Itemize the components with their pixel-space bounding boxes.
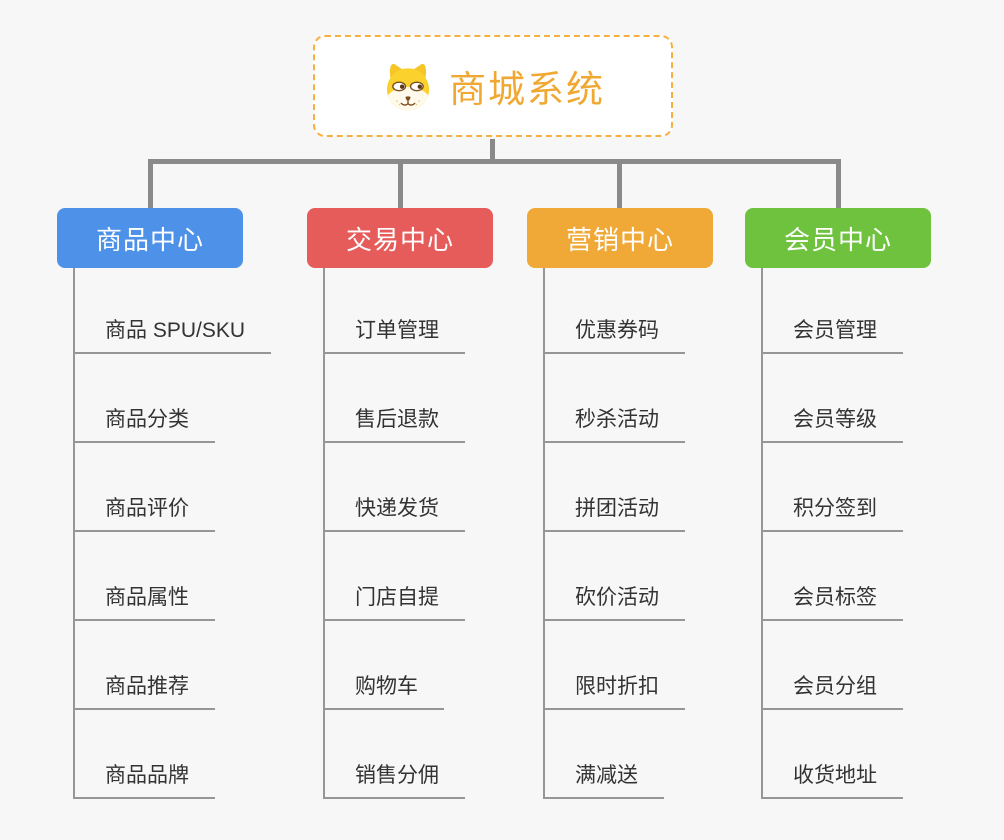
root-topic[interactable]: 商城系统 bbox=[313, 35, 673, 137]
branch-topic-marketing[interactable]: 营销中心 bbox=[527, 208, 713, 268]
subtopic-label: 快递发货 bbox=[355, 497, 439, 520]
root-stem-connector bbox=[490, 139, 495, 164]
branch-trade-children: 订单管理 售后退款 快递发货 门店自提 购物车 销售分佣 bbox=[323, 268, 465, 799]
subtopic-label: 会员管理 bbox=[793, 319, 877, 342]
branch-topic-label: 会员中心 bbox=[783, 224, 892, 255]
subtopic-label: 满减送 bbox=[575, 764, 638, 787]
branch-topic-product[interactable]: 商品中心 bbox=[57, 208, 243, 268]
subtopic[interactable]: 商品 SPU/SKU bbox=[75, 268, 272, 354]
subtopic[interactable]: 秒杀活动 bbox=[545, 354, 685, 443]
subtopic[interactable]: 会员管理 bbox=[763, 268, 903, 354]
subtopic-label: 秒杀活动 bbox=[575, 408, 659, 431]
subtopic[interactable]: 商品推荐 bbox=[75, 621, 215, 710]
subtopic-label: 商品 SPU/SKU bbox=[105, 319, 246, 342]
subtopic[interactable]: 售后退款 bbox=[325, 354, 465, 443]
subtopic-label: 订单管理 bbox=[355, 319, 439, 342]
subtopic[interactable]: 积分签到 bbox=[763, 443, 903, 532]
subtopic-label: 积分签到 bbox=[793, 497, 877, 520]
subtopic-label: 商品品牌 bbox=[105, 764, 189, 787]
branch-topic-trade[interactable]: 交易中心 bbox=[307, 208, 493, 268]
branch-member-children: 会员管理 会员等级 积分签到 会员标签 会员分组 收货地址 bbox=[761, 268, 903, 799]
subtopic[interactable]: 购物车 bbox=[325, 621, 444, 710]
subtopic-label: 优惠券码 bbox=[575, 319, 659, 342]
subtopic-label: 限时折扣 bbox=[575, 675, 659, 698]
branch-trade: 交易中心 订单管理 售后退款 快递发货 门店自提 购物车 销售分佣 bbox=[307, 208, 493, 799]
subtopic[interactable]: 限时折扣 bbox=[545, 621, 685, 710]
branch-bus-connector bbox=[148, 159, 841, 164]
subtopic[interactable]: 优惠券码 bbox=[545, 268, 685, 354]
subtopic[interactable]: 商品属性 bbox=[75, 532, 215, 621]
subtopic-label: 会员标签 bbox=[793, 586, 877, 609]
subtopic[interactable]: 销售分佣 bbox=[325, 710, 465, 799]
subtopic[interactable]: 会员分组 bbox=[763, 621, 903, 710]
branch-product-children: 商品 SPU/SKU 商品分类 商品评价 商品属性 商品推荐 商品品牌 bbox=[73, 268, 272, 799]
subtopic[interactable]: 商品分类 bbox=[75, 354, 215, 443]
subtopic-label: 会员等级 bbox=[793, 408, 877, 431]
subtopic[interactable]: 满减送 bbox=[545, 710, 664, 799]
branch-topic-label: 商品中心 bbox=[95, 224, 204, 255]
subtopic-label: 门店自提 bbox=[355, 586, 439, 609]
drop-connector-member bbox=[836, 159, 841, 208]
drop-connector-marketing bbox=[617, 159, 622, 208]
branch-member: 会员中心 会员管理 会员等级 积分签到 会员标签 会员分组 收货地址 bbox=[745, 208, 931, 799]
subtopic-label: 售后退款 bbox=[355, 408, 439, 431]
subtopic-label: 拼团活动 bbox=[575, 497, 659, 520]
subtopic[interactable]: 快递发货 bbox=[325, 443, 465, 532]
subtopic-label: 会员分组 bbox=[793, 675, 877, 698]
branch-topic-label: 营销中心 bbox=[565, 224, 674, 255]
branch-marketing-children: 优惠券码 秒杀活动 拼团活动 砍价活动 限时折扣 满减送 bbox=[543, 268, 685, 799]
subtopic-label: 商品属性 bbox=[105, 586, 189, 609]
subtopic-label: 商品推荐 bbox=[105, 675, 189, 698]
subtopic[interactable]: 商品评价 bbox=[75, 443, 215, 532]
subtopic-label: 商品分类 bbox=[105, 408, 189, 431]
subtopic[interactable]: 商品品牌 bbox=[75, 710, 215, 799]
subtopic-label: 收货地址 bbox=[793, 764, 877, 787]
root-topic-label: 商城系统 bbox=[449, 69, 605, 110]
drop-connector-trade bbox=[398, 159, 403, 208]
subtopic[interactable]: 会员等级 bbox=[763, 354, 903, 443]
drop-connector-product bbox=[148, 159, 153, 208]
dog-face-icon bbox=[386, 63, 430, 111]
subtopic[interactable]: 拼团活动 bbox=[545, 443, 685, 532]
subtopic-label: 销售分佣 bbox=[355, 764, 439, 787]
subtopic[interactable]: 会员标签 bbox=[763, 532, 903, 621]
subtopic-label: 购物车 bbox=[355, 675, 418, 698]
subtopic[interactable]: 订单管理 bbox=[325, 268, 465, 354]
subtopic[interactable]: 收货地址 bbox=[763, 710, 903, 799]
branch-topic-member[interactable]: 会员中心 bbox=[745, 208, 931, 268]
subtopic-label: 商品评价 bbox=[105, 497, 189, 520]
subtopic[interactable]: 砍价活动 bbox=[545, 532, 685, 621]
subtopic[interactable]: 门店自提 bbox=[325, 532, 465, 621]
branch-topic-label: 交易中心 bbox=[345, 224, 454, 255]
branch-marketing: 营销中心 优惠券码 秒杀活动 拼团活动 砍价活动 限时折扣 满减送 bbox=[527, 208, 713, 799]
branch-product: 商品中心 商品 SPU/SKU 商品分类 商品评价 商品属性 商品推荐 商品品牌 bbox=[57, 208, 272, 799]
subtopic-label: 砍价活动 bbox=[575, 586, 659, 609]
